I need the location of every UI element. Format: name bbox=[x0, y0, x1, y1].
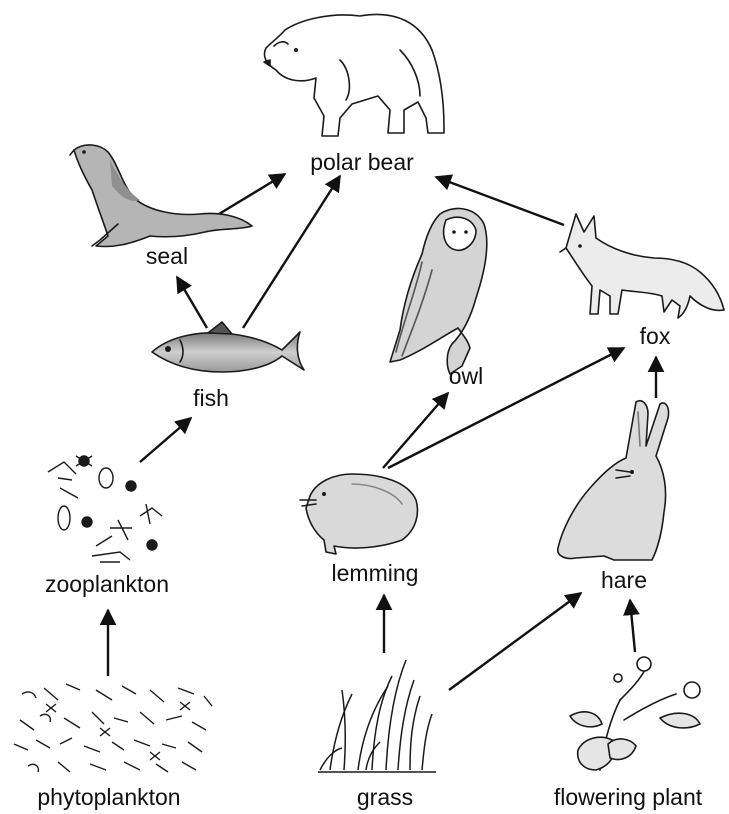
arrow-seal-to-polar-bear bbox=[219, 174, 285, 214]
polar-bear-illustration bbox=[264, 14, 444, 136]
label-phytoplankton: phytoplankton bbox=[37, 784, 180, 810]
seal-illustration bbox=[70, 145, 252, 247]
label-lemming: lemming bbox=[332, 560, 419, 586]
arrow-lemming-to-fox bbox=[388, 348, 624, 468]
flowering-plant-illustration bbox=[570, 657, 700, 770]
label-fox: fox bbox=[640, 323, 671, 349]
arrow-lemming-to-owl bbox=[383, 393, 448, 468]
label-fish: fish bbox=[193, 385, 229, 411]
grass-illustration bbox=[318, 660, 436, 772]
hare-illustration bbox=[558, 401, 669, 560]
label-grass: grass bbox=[357, 784, 413, 810]
zooplankton-illustration bbox=[48, 456, 162, 562]
label-polar-bear: polar bear bbox=[310, 149, 414, 175]
lemming-illustration bbox=[300, 474, 417, 554]
fish-illustration bbox=[152, 322, 304, 372]
owl-illustration bbox=[390, 209, 487, 374]
arrow-fish-to-polar-bear bbox=[243, 176, 340, 328]
arrow-grass-to-hare bbox=[449, 593, 581, 690]
label-flowering-plant: flowering plant bbox=[554, 784, 703, 810]
label-owl: owl bbox=[449, 363, 484, 389]
label-zooplankton: zooplankton bbox=[45, 571, 169, 597]
arrow-fish-to-seal bbox=[177, 277, 207, 328]
phytoplankton-illustration bbox=[14, 684, 212, 772]
arrow-zooplankton-to-fish bbox=[140, 418, 191, 462]
label-seal: seal bbox=[146, 243, 188, 269]
arrow-flowering-plant-to-hare bbox=[630, 600, 635, 652]
label-hare: hare bbox=[601, 567, 647, 593]
fox-illustration bbox=[560, 214, 724, 318]
